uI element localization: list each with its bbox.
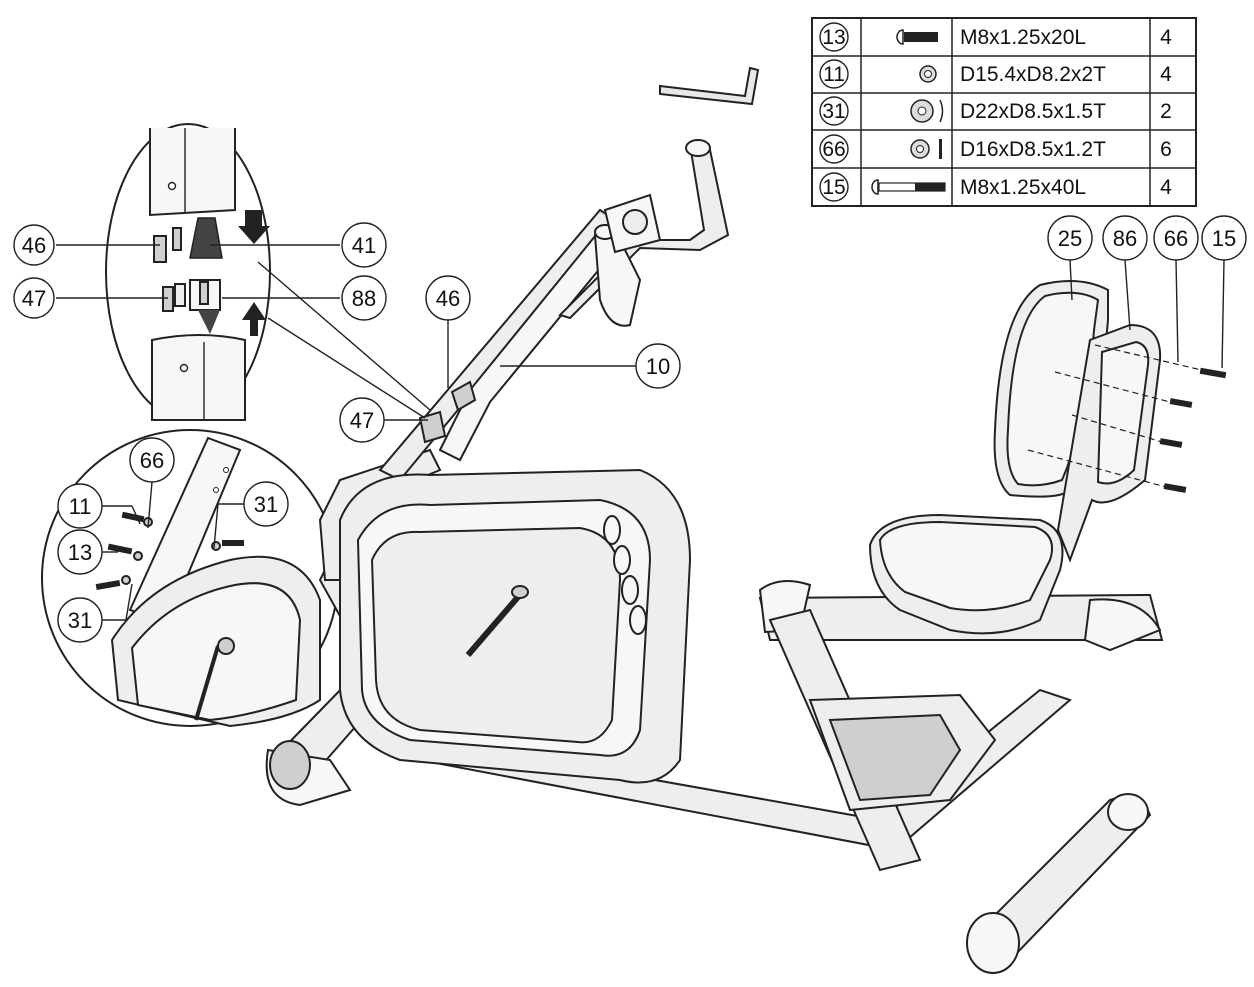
callout-15: 15 [1201,215,1247,369]
callout-25: 25 [1047,215,1093,301]
callout-66-right: 66 [1153,215,1199,363]
part-number: 11 [823,63,845,86]
callout-label: 31 [68,608,92,633]
callout-31-bottom: 31 [57,583,133,643]
callout-label: 47 [22,286,46,311]
bolt-icon [95,575,131,591]
table-row: 66 D16xD8.5x1.2T 6 [819,134,1172,164]
allen-key-icon [659,66,760,106]
callout-86: 86 [1102,215,1148,331]
part-spec: D15.4xD8.2x2T [960,63,1106,86]
part-spec: D16xD8.5x1.2T [960,138,1106,161]
callout-88: 88 [222,275,387,321]
table-row: 11 D15.4xD8.2x2T 4 [819,59,1172,89]
bolt-long-icon [871,179,946,195]
table-row: 15 M8x1.25x40L 4 [819,172,1172,202]
part-qty: 6 [1160,138,1172,161]
bolt-icon [1163,483,1187,493]
curved-washer-icon [910,99,944,123]
table-row: 13 M8x1.25x20L 4 [819,22,1172,52]
callout-label: 13 [68,540,92,565]
part-spec: M8x1.25x20L [960,26,1086,49]
part-spec: D22xD8.5x1.5T [960,100,1106,123]
callout-10: 10 [500,343,681,389]
callout-label: 15 [1212,226,1236,251]
callout-label: 66 [140,448,164,473]
bolt-icon [107,543,143,561]
callout-13: 13 [57,529,118,575]
callout-label: 41 [352,233,376,258]
callout-label: 88 [352,286,376,311]
callout-label: 46 [436,286,460,311]
part-qty: 4 [1160,26,1172,49]
bolt-detail-view [41,429,339,728]
part-qty: 2 [1160,100,1172,123]
callout-label: 10 [646,354,670,379]
part-spec: M8x1.25x40L [960,176,1086,199]
bolt-icon [1199,367,1227,379]
bolt-short-icon [896,29,938,45]
callout-label: 11 [69,494,92,519]
connector-detail-view [105,123,271,421]
bolt-icon [1159,438,1183,448]
callout-label: 46 [22,233,46,258]
callout-label: 47 [350,408,374,433]
recumbent-bike [265,139,1227,974]
part-number: 15 [822,176,845,199]
callout-66-left: 66 [129,437,175,529]
hardware-table: 13 M8x1.25x20L 4 11 D15.4xD8.2x2T 4 31 [811,17,1197,207]
part-qty: 4 [1160,63,1172,86]
callout-31-top: 31 [213,481,289,549]
table-row: 31 D22xD8.5x1.5T 2 [819,96,1172,126]
part-number: 66 [822,138,845,161]
spring-washer-icon [910,139,942,159]
part-number: 13 [822,26,845,49]
callout-label: 25 [1058,226,1082,251]
callout-41: 41 [210,222,387,268]
flat-washer-icon [919,65,937,83]
callout-label: 86 [1113,226,1137,251]
callout-46-right: 46 [425,275,471,388]
callout-47-right: 47 [339,397,428,443]
callout-label: 31 [254,492,278,517]
part-qty: 4 [1160,176,1172,199]
callout-46-left: 46 [13,224,160,266]
callout-47-left: 47 [13,277,168,319]
callout-11: 11 [57,483,141,529]
part-number: 31 [822,100,845,123]
callout-label: 66 [1164,226,1188,251]
bolt-icon [1169,398,1193,408]
